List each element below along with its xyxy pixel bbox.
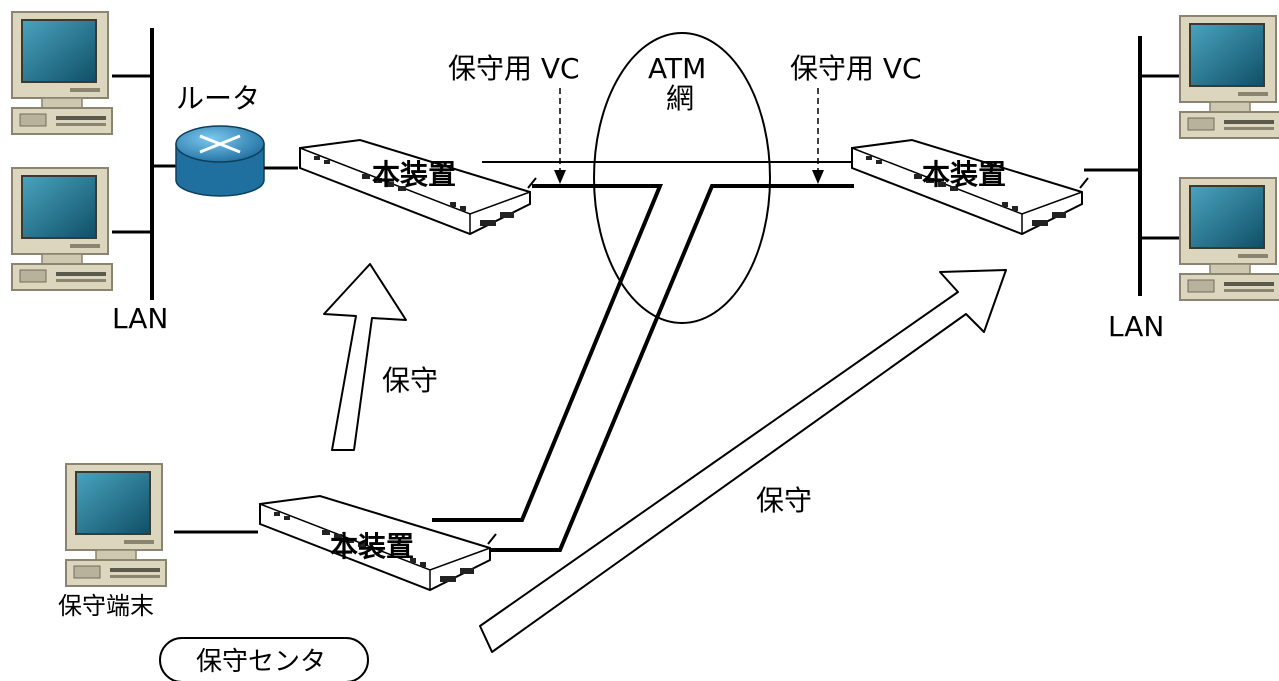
device-left-label: 本装置	[372, 158, 456, 191]
maintenance-arrow-diagonal	[479, 269, 1007, 653]
router-icon	[175, 125, 265, 197]
lan-label-left: LAN	[112, 302, 168, 335]
terminal-label: 保守端末	[58, 592, 154, 620]
atm-network-ellipse	[593, 32, 771, 324]
center-label: 保守センタ	[196, 647, 326, 677]
atm-net-label: 網	[666, 82, 694, 115]
desktop-computer-icon	[11, 11, 113, 135]
desktop-computer-icon	[11, 167, 113, 291]
center-label-box	[159, 637, 369, 681]
maintenance-vc-line-right	[490, 184, 854, 552]
maintenance-arrow-up	[323, 263, 407, 451]
vc-label-left: 保守用 VC	[448, 52, 580, 85]
router-label: ルータ	[176, 82, 260, 115]
atm-label: ATM	[648, 52, 706, 85]
desktop-computer-icon	[1179, 177, 1279, 301]
desktop-computer-icon	[65, 463, 167, 587]
maint-label-right: 保守	[756, 484, 812, 517]
device-right-label: 本装置	[922, 158, 1006, 191]
desktop-computer-icon	[1179, 15, 1279, 139]
lan-label-right: LAN	[1108, 310, 1164, 343]
device-bottom-label: 本装置	[330, 530, 414, 563]
vc-label-right: 保守用 VC	[790, 52, 922, 85]
maint-label-left: 保守	[382, 364, 438, 397]
maintenance-vc-line-left	[432, 184, 663, 522]
